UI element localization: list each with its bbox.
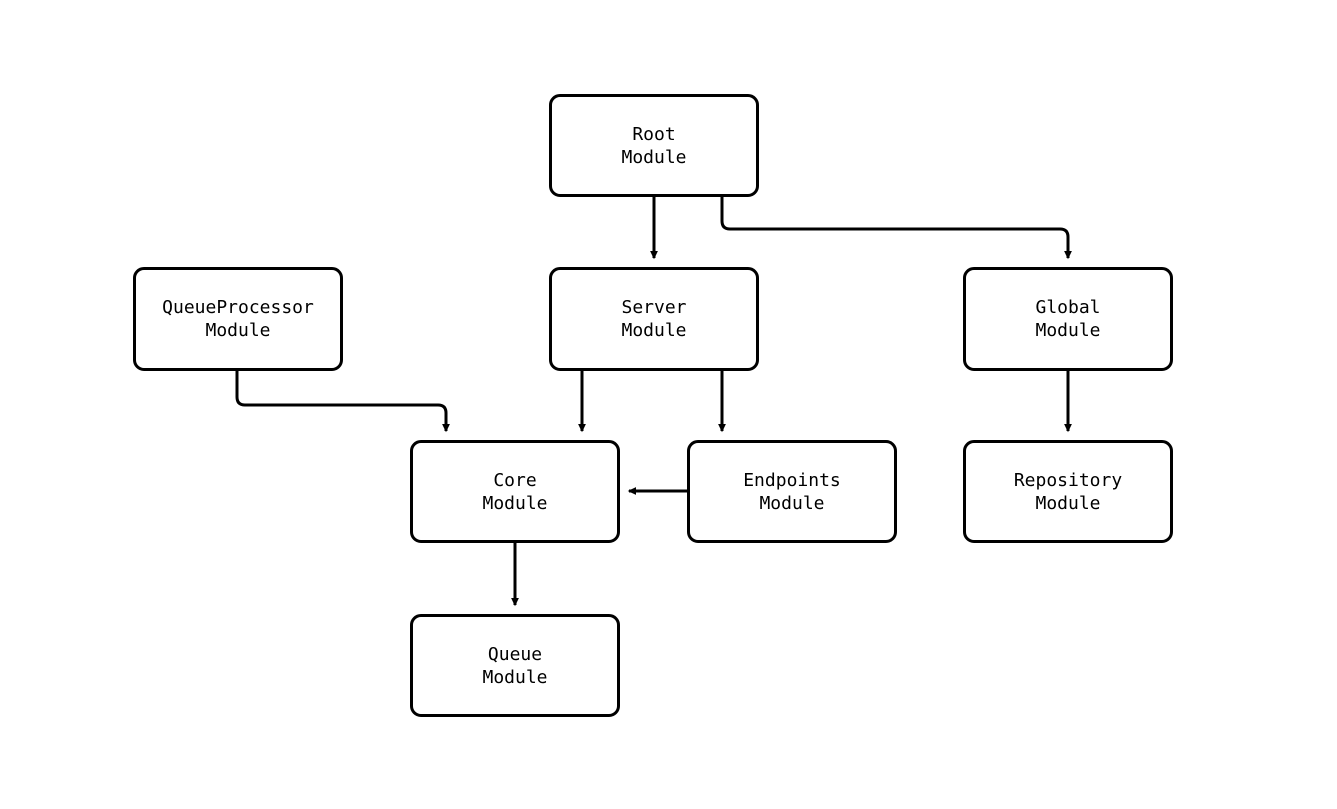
node-queue[interactable]: Queue Module	[410, 614, 620, 717]
node-label-queue: Queue Module	[482, 643, 548, 688]
node-label-root: Root Module	[621, 123, 687, 168]
node-queueprocessor[interactable]: QueueProcessor Module	[133, 267, 343, 371]
node-core[interactable]: Core Module	[410, 440, 620, 543]
node-server[interactable]: Server Module	[549, 267, 759, 371]
node-label-core: Core Module	[482, 469, 548, 514]
edges-group	[235, 197, 1072, 607]
node-global[interactable]: Global Module	[963, 267, 1173, 371]
node-label-endpoints: Endpoints Module	[743, 469, 841, 514]
node-label-global: Global Module	[1035, 297, 1101, 341]
edge-root-global	[720, 197, 1072, 260]
node-label-queueprocessor: QueueProcessor Module	[162, 297, 314, 341]
node-endpoints[interactable]: Endpoints Module	[687, 440, 897, 543]
edge-queueprocessor-core	[235, 371, 450, 433]
node-label-server: Server Module	[621, 297, 687, 341]
node-label-repository: Repository Module	[1013, 469, 1123, 514]
node-root[interactable]: Root Module	[549, 94, 759, 197]
node-repository[interactable]: Repository Module	[963, 440, 1173, 543]
